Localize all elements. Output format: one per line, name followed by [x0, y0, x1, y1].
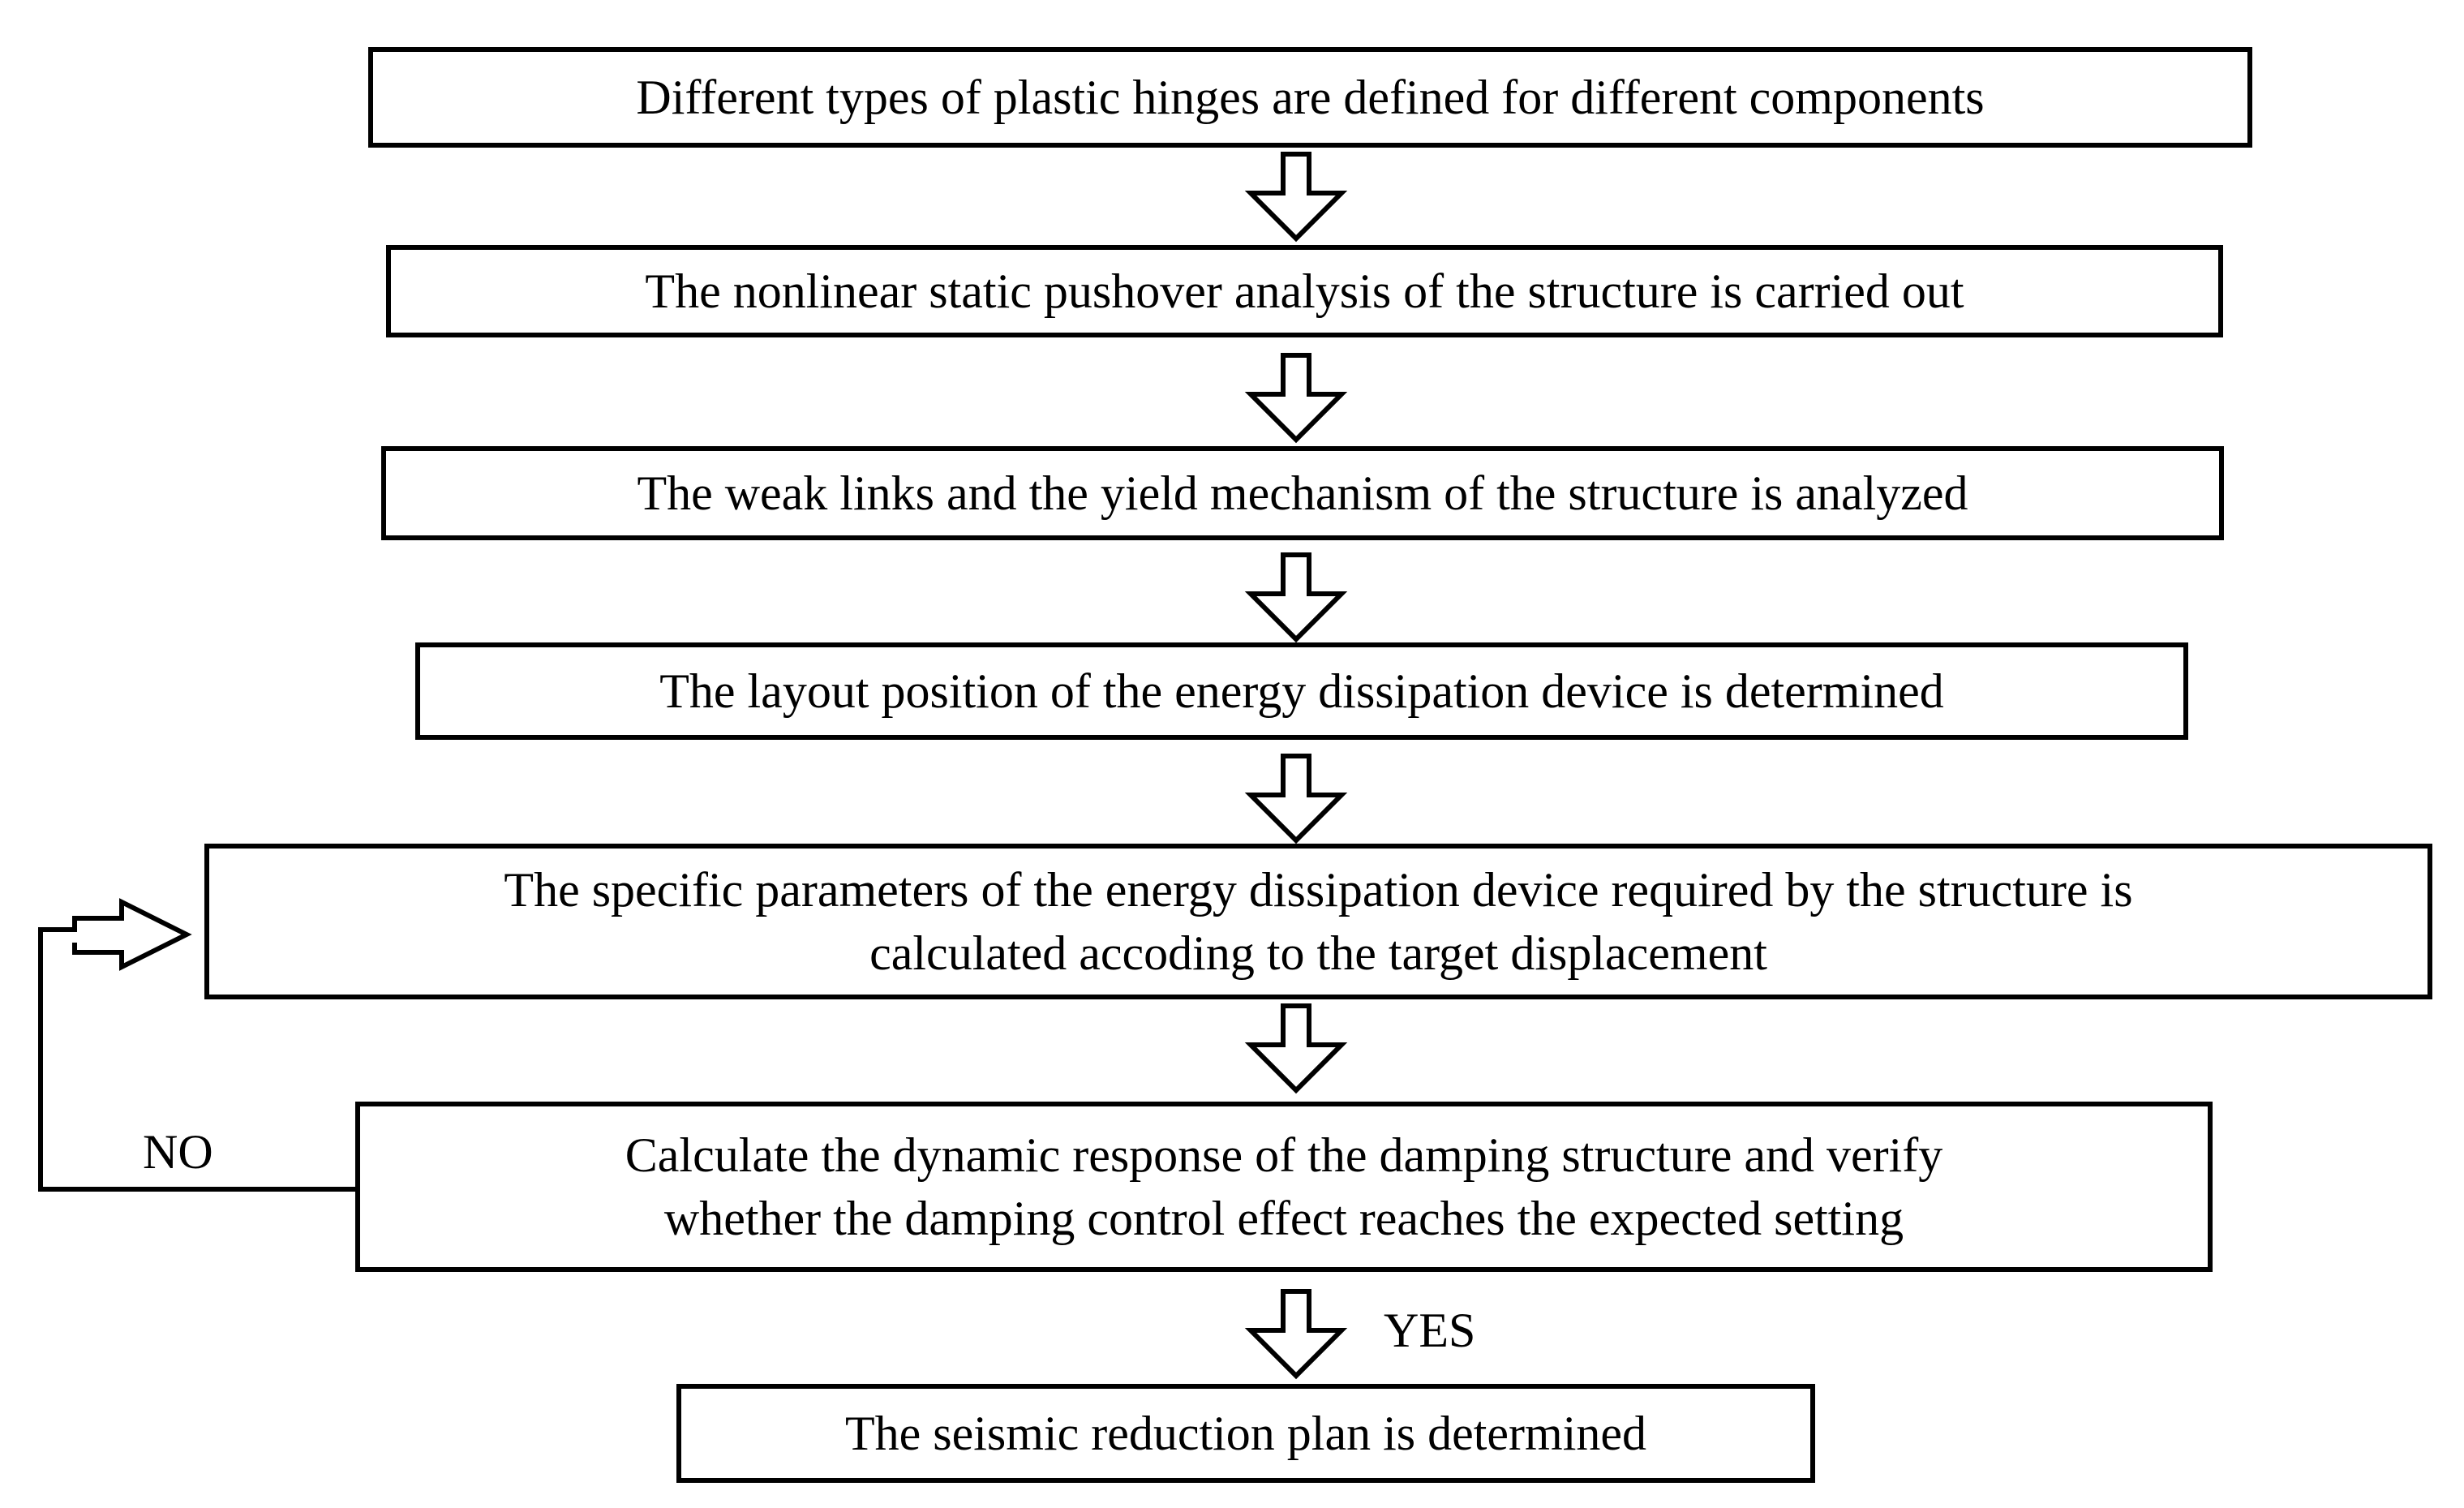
step-6-box: Calculate the dynamic response of the da…: [355, 1102, 2213, 1272]
step-1-line-1: Different types of plastic hinges are de…: [636, 71, 1985, 124]
step-6-line-2: whether the damping control effect reach…: [663, 1192, 1904, 1245]
step-5-text: The specific parameters of the energy di…: [504, 858, 2132, 985]
down-arrow-6: [1244, 1289, 1348, 1380]
step-3-box: The weak links and the yield mechanism o…: [381, 446, 2224, 540]
step-4-line-1: The layout position of the energy dissip…: [659, 664, 1944, 718]
step-1-box: Different types of plastic hinges are de…: [368, 47, 2252, 148]
step-2-line-1: The nonlinear static pushover analysis o…: [645, 264, 1964, 318]
down-arrow-2: [1244, 353, 1348, 444]
step-5-line-1: The specific parameters of the energy di…: [504, 863, 2133, 917]
no-label: NO: [143, 1125, 213, 1179]
down-arrow-5: [1244, 1003, 1348, 1094]
down-arrow-3: [1244, 552, 1348, 643]
step-3-line-1: The weak links and the yield mechanism o…: [637, 466, 1968, 520]
feedback-loop-arrow: [38, 898, 357, 1192]
step-7-box: The seismic reduction plan is determined: [676, 1384, 1815, 1483]
step-2-box: The nonlinear static pushover analysis o…: [386, 245, 2223, 337]
step-6-text: Calculate the dynamic response of the da…: [625, 1123, 1942, 1250]
step-2-text: The nonlinear static pushover analysis o…: [645, 260, 1964, 323]
step-4-text: The layout position of the energy dissip…: [659, 659, 1944, 723]
step-7-line-1: The seismic reduction plan is determined: [844, 1407, 1647, 1460]
down-arrow-1: [1244, 152, 1348, 243]
step-6-line-1: Calculate the dynamic response of the da…: [625, 1128, 1943, 1182]
yes-label: YES: [1384, 1304, 1476, 1357]
step-7-text: The seismic reduction plan is determined: [845, 1402, 1646, 1465]
step-1-text: Different types of plastic hinges are de…: [636, 66, 1984, 129]
step-3-text: The weak links and the yield mechanism o…: [637, 462, 1968, 525]
step-5-box: The specific parameters of the energy di…: [204, 844, 2432, 999]
step-5-line-2: calculated accoding to the target displa…: [869, 926, 1767, 980]
down-arrow-4: [1244, 754, 1348, 844]
step-4-box: The layout position of the energy dissip…: [415, 642, 2188, 740]
